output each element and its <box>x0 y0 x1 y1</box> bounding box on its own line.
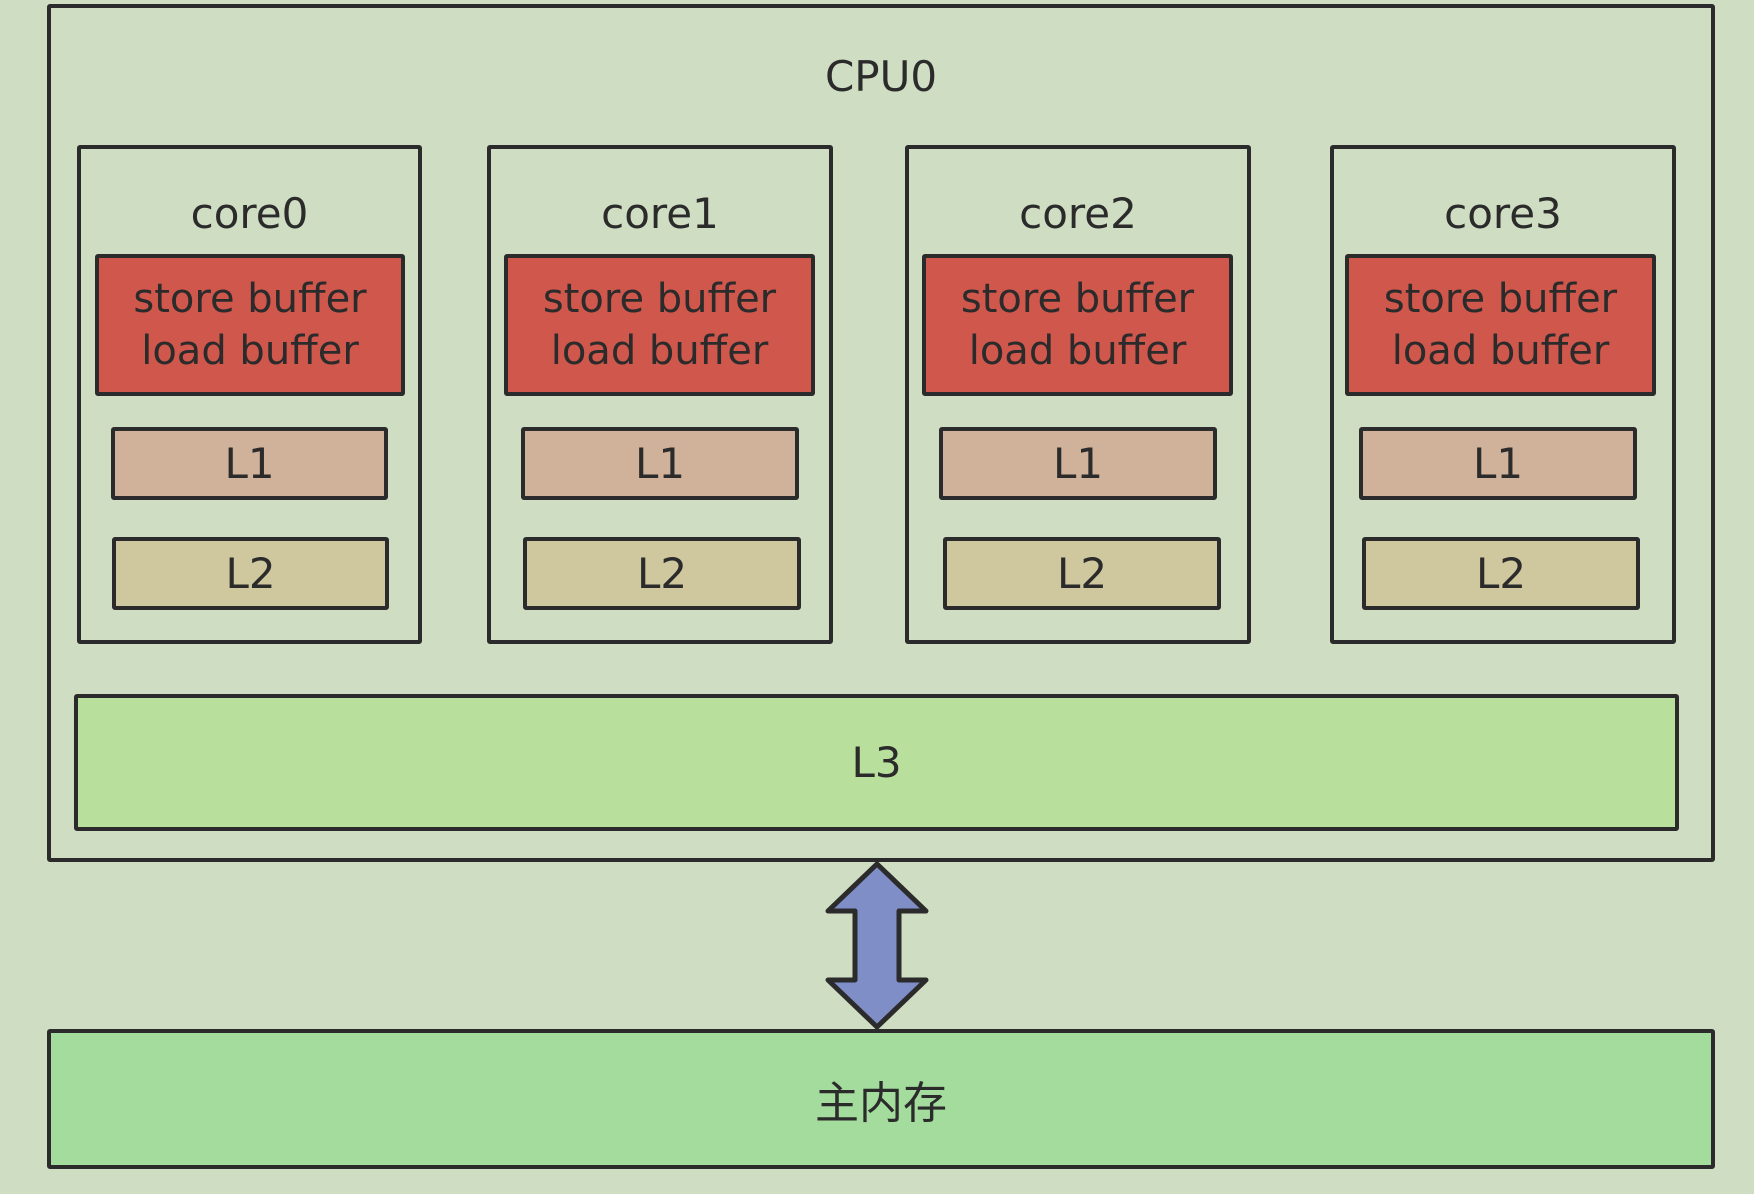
core3-l2-cache: L2 <box>1362 537 1640 610</box>
main-memory-label: 主内存 <box>815 1078 947 1129</box>
bidirectional-arrow-icon <box>825 861 929 1030</box>
core3-l1-label: L1 <box>1472 439 1524 488</box>
core2-store-buffer-label: store buffer <box>960 276 1195 322</box>
cpu-title: CPU0 <box>824 52 938 101</box>
core0-title: core0 <box>190 189 309 238</box>
core1-l1-label: L1 <box>634 439 686 488</box>
core2-l1-cache: L1 <box>939 427 1217 500</box>
core3-title: core3 <box>1444 189 1562 238</box>
core2-l2-cache: L2 <box>943 537 1221 610</box>
core3-store-buffer-label: store buffer <box>1383 276 1618 322</box>
core1-l2-cache: L2 <box>523 537 801 610</box>
core0-l2-cache: L2 <box>112 537 389 610</box>
l3-label: L3 <box>851 738 902 787</box>
core1-title: core1 <box>601 189 719 238</box>
core0-buffers: store buffer load buffer <box>95 254 405 396</box>
core0-store-buffer-label: store buffer <box>133 276 367 322</box>
core1-buffers: store buffer load buffer <box>504 254 815 396</box>
core2-l1-label: L1 <box>1052 439 1104 488</box>
core2-l2-label: L2 <box>1056 549 1108 598</box>
core3-l1-cache: L1 <box>1359 427 1637 500</box>
core0-l2-label: L2 <box>225 549 276 598</box>
core3-buffers: store buffer load buffer <box>1345 254 1656 396</box>
main-memory: 主内存 <box>47 1029 1715 1169</box>
core0-load-buffer-label: load buffer <box>141 328 359 374</box>
core3-l2-label: L2 <box>1475 549 1527 598</box>
core1-load-buffer-label: load buffer <box>550 328 769 374</box>
core0-l1-cache: L1 <box>111 427 388 500</box>
core1-l2-label: L2 <box>636 549 688 598</box>
core2-load-buffer-label: load buffer <box>968 328 1187 374</box>
core1-store-buffer-label: store buffer <box>542 276 777 322</box>
core2-buffers: store buffer load buffer <box>922 254 1233 396</box>
l3-cache: L3 <box>74 694 1679 831</box>
core2-title: core2 <box>1019 189 1137 238</box>
core1-l1-cache: L1 <box>521 427 799 500</box>
core3-load-buffer-label: load buffer <box>1391 328 1610 374</box>
core0-l1-label: L1 <box>224 439 275 488</box>
